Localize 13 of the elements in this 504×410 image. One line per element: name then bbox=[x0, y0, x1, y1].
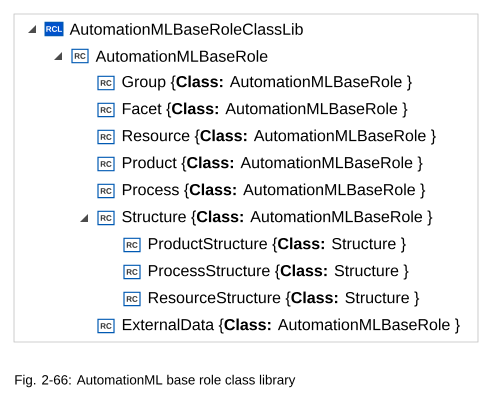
tree-item: AutomationMLBaseRole bbox=[96, 50, 268, 62]
tree-item: ProductStructure {Class: Structure } bbox=[148, 238, 406, 252]
tree-item: Resource {Class: AutomationMLBaseRole } bbox=[122, 130, 436, 144]
tree-item: Process {Class: AutomationMLBaseRole } bbox=[122, 184, 426, 198]
tree-item: ResourceStructure {Class: Structure } bbox=[148, 292, 420, 306]
caption: Fig. 2-66: AutomationML base role class library bbox=[15, 374, 296, 388]
tree-item: ExternalData {Class: AutomationMLBaseRole } bbox=[122, 318, 460, 334]
tree-item: AutomationMLBaseRoleClassLib bbox=[70, 23, 303, 35]
tree-item: Group {Class: AutomationMLBaseRole } bbox=[122, 76, 412, 90]
tree-item: ProcessStructure {Class: Structure } bbox=[148, 264, 408, 280]
tree-item: Structure {Class: AutomationMLBaseRole } bbox=[122, 210, 432, 226]
tree-item: Product {Class: AutomationMLBaseRole } bbox=[122, 156, 422, 172]
tree-item: Facet {Class: AutomationMLBaseRole } bbox=[122, 102, 408, 118]
